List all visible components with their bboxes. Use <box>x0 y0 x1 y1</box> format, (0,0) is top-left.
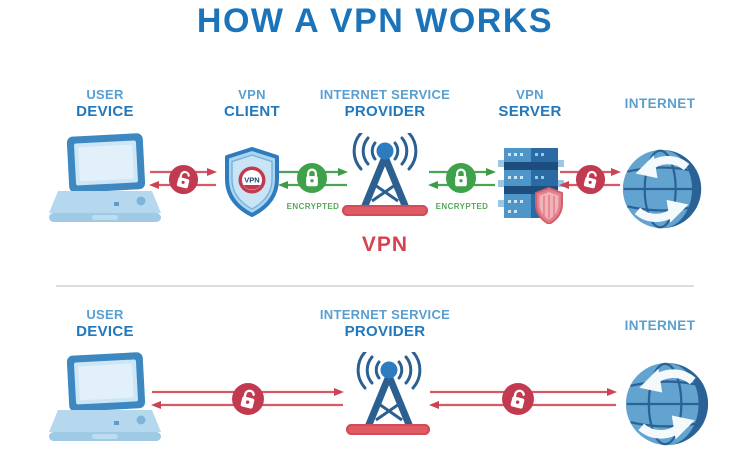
label-vpn-client: VPN CLIENT <box>224 87 280 120</box>
label-isp-bottom: INTERNET SERVICE PROVIDER <box>319 307 451 340</box>
open-lock-icon <box>232 383 264 415</box>
closed-lock-icon <box>445 162 477 194</box>
open-lock-icon <box>502 383 534 415</box>
page-title: HOW A VPN WORKS <box>196 2 554 40</box>
label-user-device: USER DEVICE <box>76 87 134 120</box>
svg-text:VPN: VPN <box>244 176 259 185</box>
laptop-icon <box>49 133 161 222</box>
label-vpn-server: VPN SERVER <box>498 87 562 120</box>
isp-tower-icon <box>352 133 418 211</box>
encrypted-label-left: ENCRYPTED <box>286 202 340 211</box>
server-shield-icon <box>535 186 563 224</box>
internet-globe-icon <box>625 362 709 446</box>
isp-tower-icon <box>356 352 422 430</box>
vpn-tunnel-label: VPN <box>361 233 409 256</box>
label-internet-bottom: INTERNET <box>624 318 696 333</box>
internet-globe-icon <box>622 149 702 229</box>
laptop-icon <box>49 352 161 441</box>
vpn-tunnel-bar <box>342 205 428 216</box>
vpn-server-icon <box>498 148 564 224</box>
label-internet: INTERNET <box>624 96 696 111</box>
open-lock-icon <box>575 164 606 195</box>
encrypted-label-right: ENCRYPTED <box>435 202 489 211</box>
vpn-client-shield-icon: VPN <box>225 147 279 217</box>
open-lock-icon <box>168 164 199 195</box>
label-isp: INTERNET SERVICE PROVIDER <box>319 87 451 120</box>
label-user-device-bottom: USER DEVICE <box>76 307 134 340</box>
section-divider <box>56 285 694 287</box>
isp-base-bar <box>346 424 430 435</box>
closed-lock-icon <box>296 162 328 194</box>
